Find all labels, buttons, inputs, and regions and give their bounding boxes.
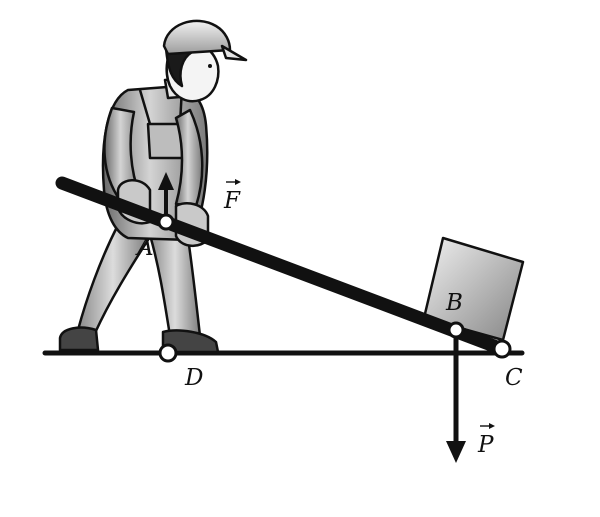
force-p-arrow [446,330,466,463]
label-d: D [184,365,203,391]
label-b: B [445,290,463,316]
point-a-marker [157,213,175,231]
point-b-marker [447,321,465,339]
point-c-marker [492,339,512,359]
label-a: A [135,235,154,261]
lever-bar [55,176,509,356]
label-f: F [223,188,241,214]
point-d-marker [158,343,178,363]
label-p: P [477,432,494,458]
label-p-group: P [477,423,495,458]
label-f-group: F [223,179,241,214]
label-c: C [505,365,523,391]
